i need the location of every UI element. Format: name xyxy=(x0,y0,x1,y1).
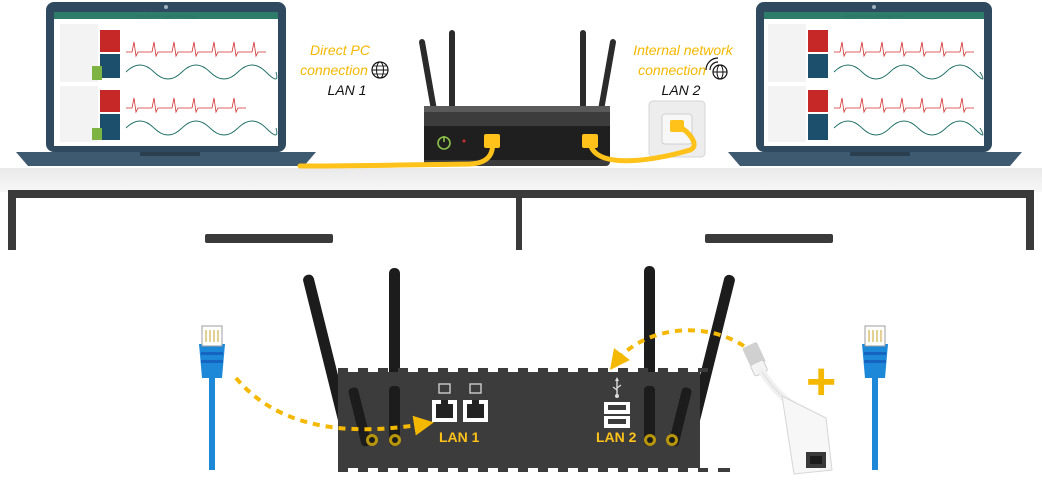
lan1-label-line1: Direct PC xyxy=(310,42,370,58)
router-top xyxy=(419,30,616,166)
usb-ports xyxy=(604,402,630,428)
globe-icon xyxy=(371,61,389,79)
desk xyxy=(0,168,1042,250)
ethernet-port-icon xyxy=(432,383,488,422)
usb-ethernet-adapter xyxy=(742,342,833,475)
lan2-label-line3: LAN 2 xyxy=(661,82,701,98)
drawer-handle-right xyxy=(705,234,833,243)
plus-sign: + xyxy=(806,353,837,411)
cable-lan2-top xyxy=(582,120,697,164)
laptop-left-app-title: ZEISS Physiology Visualizer (Linked Lapt… xyxy=(136,14,195,18)
arrow-to-usb xyxy=(609,328,746,370)
arrow-to-lan1 xyxy=(234,376,434,436)
lan1-label-line2: connection xyxy=(300,62,368,78)
drawer-handle-left xyxy=(205,234,333,243)
lan2-label-line1: Internal network xyxy=(633,42,733,58)
laptop-right-app-title: ZEISS Physiology Visualizer (Linked Lapt… xyxy=(844,14,903,18)
ethernet-cable-left xyxy=(199,325,225,470)
usb-icon xyxy=(612,377,622,398)
lan2-label-line2: connection xyxy=(638,62,706,78)
laptop-left: ZEISS Physiology Visualizer (Linked Lapt… xyxy=(16,2,316,166)
antenna-connectors xyxy=(348,386,692,447)
lan2-port-label: LAN 2 xyxy=(596,429,637,445)
lan1-label-line3: LAN 1 xyxy=(327,82,367,98)
lan1-port-label: LAN 1 xyxy=(439,429,480,445)
network-globe-icon xyxy=(705,57,728,80)
cable-lan1-top xyxy=(297,134,500,169)
laptop-right: ZEISS Physiology Visualizer (Linked Lapt… xyxy=(728,2,1022,166)
ethernet-cable-right xyxy=(862,325,888,470)
